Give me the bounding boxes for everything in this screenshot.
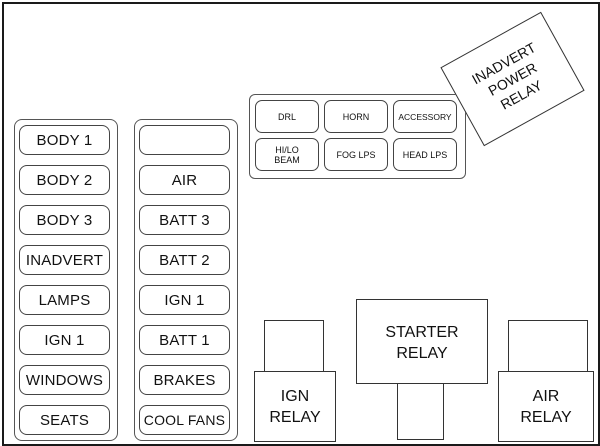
air-relay: AIR RELAY [498, 371, 594, 442]
fuse-accessory: ACCESSORY [393, 100, 457, 133]
inadvert-power-relay-label: INADVERT POWER RELAY [469, 39, 545, 113]
starter-relay-terminal [397, 383, 444, 440]
fuse-ign-1-left: IGN 1 [19, 325, 110, 355]
fuse-ign-1-middle: IGN 1 [139, 285, 230, 315]
ign-relay: IGN RELAY [254, 371, 336, 442]
ign-relay-label: IGN RELAY [269, 388, 321, 426]
starter-relay-label: STARTER RELAY [385, 324, 459, 362]
fuse-lamps: LAMPS [19, 285, 110, 315]
mini-fuse-block: DRL HORN ACCESSORY HI/LO BEAM FOG LPS HE… [249, 94, 466, 179]
fuse-inadvert: INADVERT [19, 245, 110, 275]
fuse-hilo-beam: HI/LO BEAM [255, 138, 319, 171]
fuse-fog-lps: FOG LPS [324, 138, 388, 171]
fuse-batt-1: BATT 1 [139, 325, 230, 355]
fuse-body-2: BODY 2 [19, 165, 110, 195]
fuse-cool-fans: COOL FANS [139, 405, 230, 435]
fuse-brakes: BRAKES [139, 365, 230, 395]
fuse-air: AIR [139, 165, 230, 195]
ign-relay-terminal [264, 320, 324, 372]
fuse-drl: DRL [255, 100, 319, 133]
fuse-horn: HORN [324, 100, 388, 133]
fuse-body-3: BODY 3 [19, 205, 110, 235]
fuse-batt-2: BATT 2 [139, 245, 230, 275]
starter-relay: STARTER RELAY [356, 299, 488, 384]
fuse-head-lps: HEAD LPS [393, 138, 457, 171]
fuse-windows: WINDOWS [19, 365, 110, 395]
fuse-batt-3: BATT 3 [139, 205, 230, 235]
air-relay-label: AIR RELAY [520, 388, 572, 426]
fuse-seats: SEATS [19, 405, 110, 435]
fuse-body-1: BODY 1 [19, 125, 110, 155]
air-relay-terminal [508, 320, 588, 372]
fuse-empty-slot [139, 125, 230, 155]
left-fuse-column: BODY 1 BODY 2 BODY 3 INADVERT LAMPS IGN … [14, 119, 118, 441]
middle-fuse-column: AIR BATT 3 BATT 2 IGN 1 BATT 1 BRAKES CO… [134, 119, 238, 441]
